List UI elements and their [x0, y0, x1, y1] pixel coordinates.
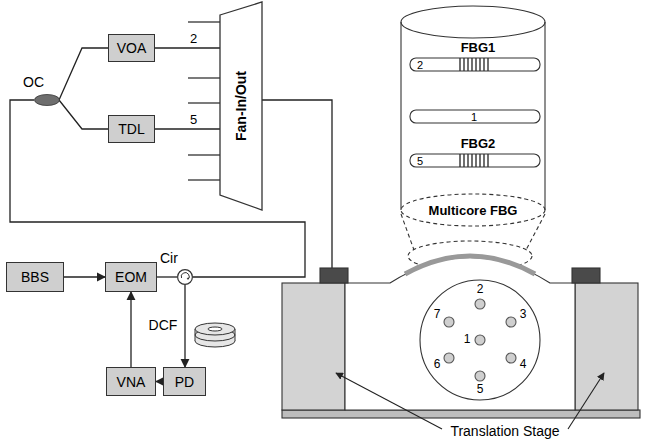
- core-number: 1: [471, 110, 477, 122]
- photodetector-box: PD: [163, 367, 206, 396]
- fiber-connector: [157, 276, 177, 277]
- fiber-ports: [188, 22, 220, 180]
- port-number: 5: [189, 113, 198, 127]
- fiber-connector: [59, 48, 108, 100]
- core-number: 3: [520, 308, 527, 321]
- core-number: 1: [464, 333, 471, 346]
- node-label: Cir: [160, 250, 178, 266]
- close-up-label: Multicore FBG: [429, 204, 518, 218]
- fiber-connector: [64, 276, 105, 277]
- node-label: OC: [23, 74, 44, 90]
- fiber-connector: [155, 128, 220, 129]
- delay-line-box: TDL: [108, 115, 155, 143]
- output-fiber: [262, 100, 332, 268]
- node-label: VNA: [117, 374, 146, 390]
- node-label: VOA: [117, 40, 147, 56]
- fiber-label: DCF: [149, 318, 178, 333]
- fan-in-out: Fan-In/Out: [220, 2, 262, 210]
- circulator-shape: [177, 269, 193, 285]
- analyzer-box: VNA: [106, 367, 156, 396]
- grating-label: FBG1: [461, 41, 496, 55]
- core-number: 7: [434, 308, 441, 321]
- node-label: Fan-In/Out: [233, 71, 249, 141]
- fiber-connector: [184, 285, 185, 367]
- fiber-connector: [156, 381, 163, 382]
- modulator-box: EOM: [105, 262, 157, 292]
- coupler-shape: [34, 94, 60, 106]
- source-box: BBS: [6, 262, 64, 292]
- core-number: 2: [417, 58, 423, 70]
- core-number: 4: [520, 358, 527, 371]
- node-label: TDL: [118, 121, 144, 137]
- circulator: Cir: [177, 269, 193, 285]
- core-number: 2: [477, 283, 484, 296]
- multicore-cylinder: [401, 6, 545, 271]
- node-label: PD: [175, 374, 194, 390]
- node-label: EOM: [115, 269, 147, 285]
- fiber-connector: [59, 100, 108, 129]
- port-number: 2: [189, 32, 198, 46]
- core-number: 5: [477, 383, 484, 396]
- fiber-connector: [130, 292, 131, 367]
- node-label: BBS: [21, 269, 49, 285]
- dcf-spool: [195, 323, 235, 347]
- stage-label: Translation Stage: [450, 424, 559, 439]
- fiber-connector: [155, 47, 220, 48]
- core-number: 5: [417, 154, 423, 166]
- optical-coupler: OC: [34, 94, 60, 106]
- attenuator-box: VOA: [108, 34, 155, 62]
- grating-label: FBG2: [461, 137, 496, 151]
- core-number: 6: [434, 358, 441, 371]
- translation-stage: [282, 256, 640, 429]
